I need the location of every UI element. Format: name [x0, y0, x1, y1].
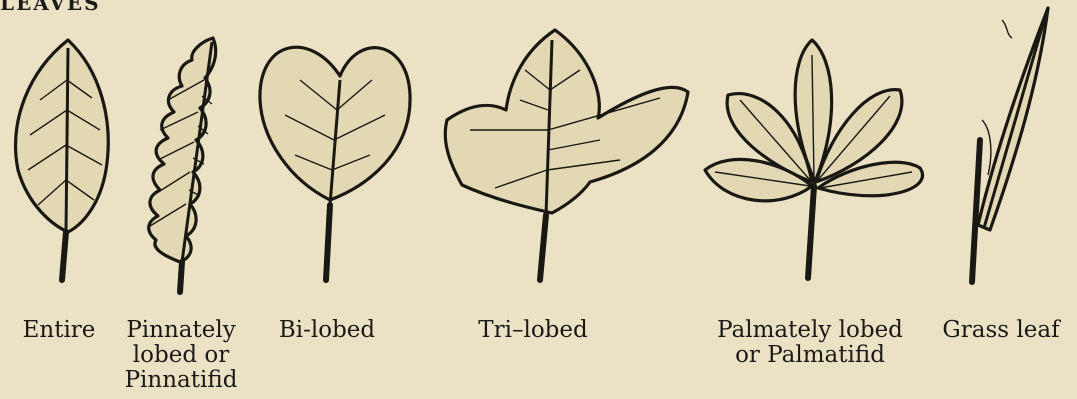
palmate-leaf-drawing — [705, 40, 922, 278]
bilobed-leaf-drawing — [260, 47, 410, 280]
pinnate-leaf-drawing — [149, 38, 216, 292]
entire-leaf-drawing — [16, 40, 109, 280]
label-bilobed: Bi-lobed — [262, 318, 392, 343]
label-entire: Entire — [4, 318, 114, 343]
label-pinnate: Pinnately lobed or Pinnatifid — [116, 318, 246, 393]
label-grass: Grass leaf — [928, 318, 1074, 343]
trilobed-leaf-drawing — [445, 30, 688, 280]
label-palmate: Palmately lobed or Palmatifid — [690, 318, 930, 368]
grass-leaf-drawing — [972, 8, 1048, 282]
label-trilobed: Tri–lobed — [458, 318, 608, 343]
